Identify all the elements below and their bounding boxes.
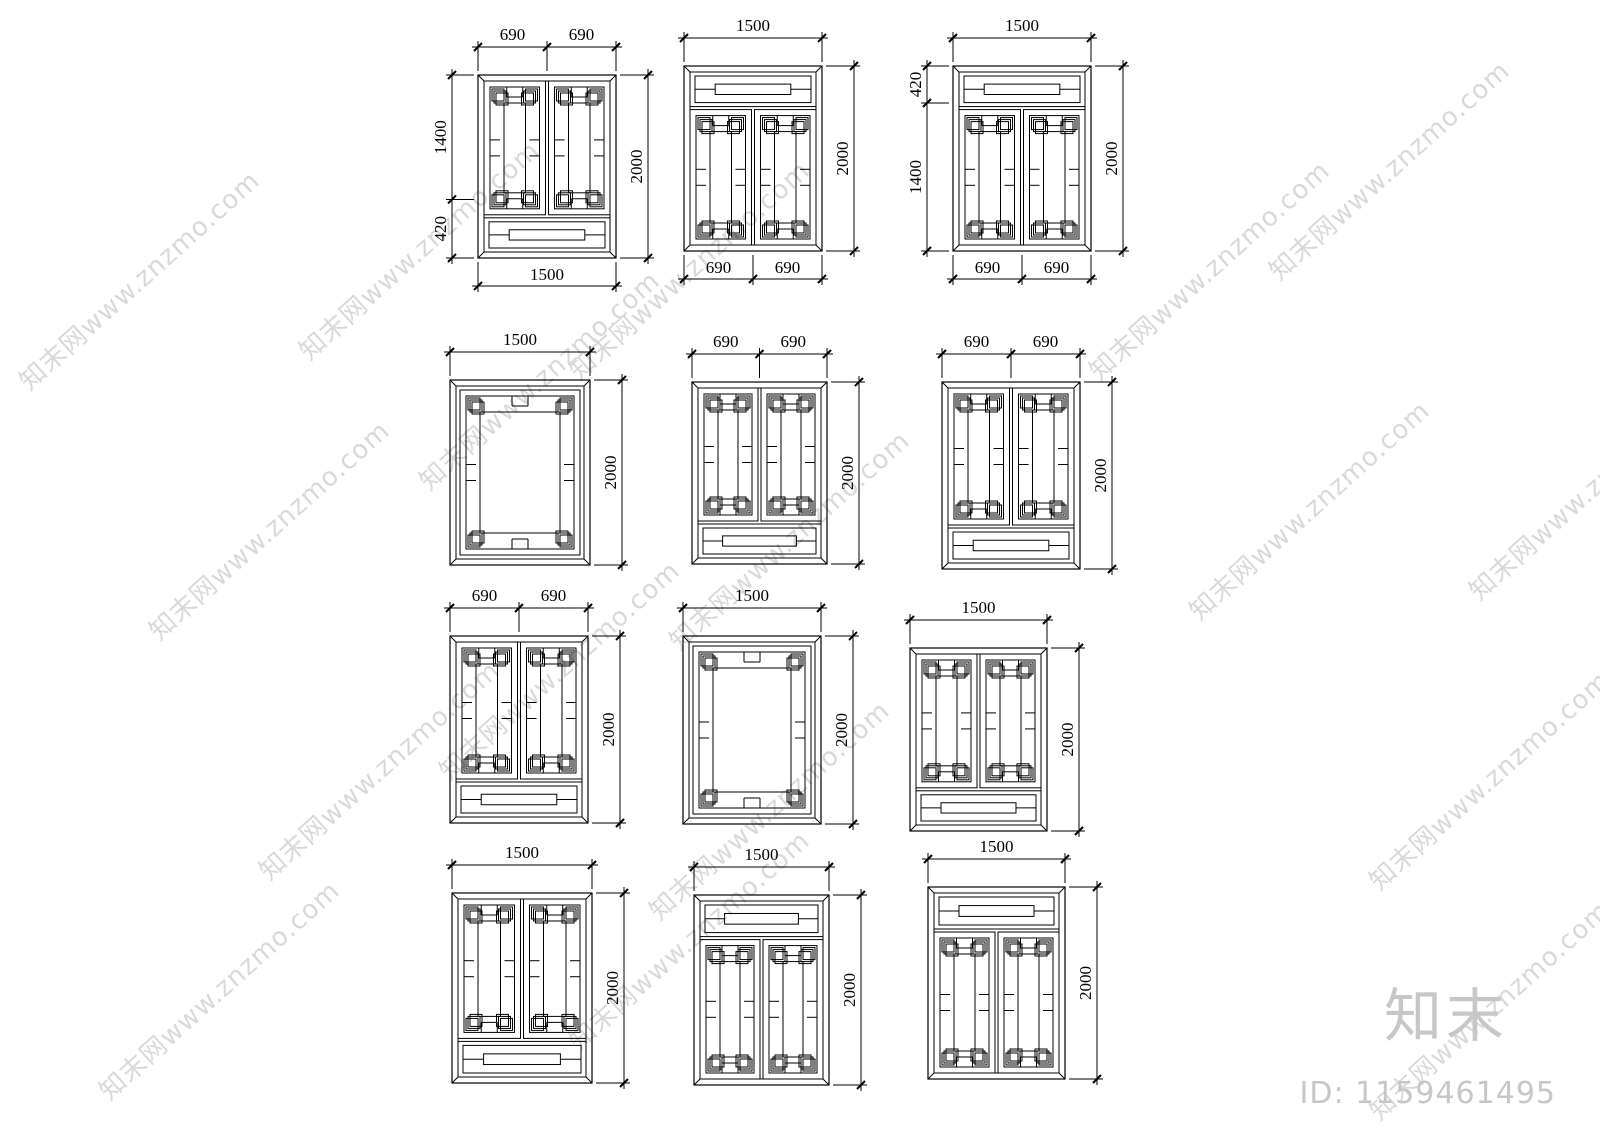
window-panel-p7 <box>449 635 589 824</box>
dim-label-height: 2000 <box>1076 966 1095 1000</box>
dimensions-p8: 1500 2000 <box>677 586 859 830</box>
dim-label-height: 2000 <box>1102 142 1121 176</box>
window-panel-p8 <box>682 635 822 825</box>
dim-label: 690 <box>541 586 567 605</box>
window-panel-p4 <box>449 379 591 566</box>
dim-label-height: 2000 <box>1091 459 1110 493</box>
dim-label: 690 <box>1044 258 1070 277</box>
dim-label: 1500 <box>962 598 996 617</box>
dim-label: 690 <box>1033 332 1059 351</box>
window-panel-p10 <box>451 892 593 1084</box>
dimensions-p6: 690 690 2000 <box>936 332 1118 575</box>
dim-label: 1500 <box>503 330 537 349</box>
brand-logo-text: 知末 <box>1383 982 1508 1050</box>
window-panel-p3 <box>952 65 1092 252</box>
window-panel-p12 <box>927 886 1066 1080</box>
dim-label-height: 2000 <box>840 973 859 1007</box>
window-panel-p1 <box>477 74 617 259</box>
window-panel-p11 <box>693 894 830 1086</box>
dim-label: 1500 <box>505 843 539 862</box>
dim-label: 1500 <box>736 16 770 35</box>
dim-label-segment: 1400 <box>906 160 925 194</box>
window-panel-p2 <box>683 65 823 252</box>
dim-label: 1500 <box>745 845 779 864</box>
dimensions-p9: 1500 2000 <box>904 598 1085 837</box>
dimensions-p1: 690 690 1500 2000 1400 420 <box>431 25 654 292</box>
dim-label-segment: 420 <box>906 72 925 98</box>
dim-label-height: 2000 <box>1058 723 1077 757</box>
window-panel-p6 <box>941 381 1081 570</box>
dim-label: 1500 <box>1005 16 1039 35</box>
window-panel-p5 <box>691 381 828 565</box>
dim-label: 1500 <box>735 586 769 605</box>
drawing-id: ID: 1159461495 <box>1299 1076 1556 1111</box>
dim-label: 690 <box>713 332 739 351</box>
dim-label: 690 <box>964 332 990 351</box>
dim-label-segment: 420 <box>431 216 450 242</box>
dim-label: 690 <box>775 258 801 277</box>
dim-label: 1500 <box>530 265 564 284</box>
dim-label-height: 2000 <box>599 713 618 747</box>
dimensions-p5: 690 690 2000 <box>686 332 865 570</box>
dim-label: 690 <box>472 586 498 605</box>
dim-label: 690 <box>975 258 1001 277</box>
dimensions-p7: 690 690 2000 <box>444 586 626 829</box>
dim-label: 690 <box>781 332 807 351</box>
dim-label-height: 2000 <box>603 971 622 1005</box>
dim-label-segment: 1400 <box>431 120 450 154</box>
dimensions-p3: 1500 690 690 2000 420 1400 <box>906 16 1129 285</box>
dimensions-p2: 1500 690 690 2000 <box>678 16 860 285</box>
dim-label-height: 2000 <box>832 713 851 747</box>
dim-label: 690 <box>706 258 732 277</box>
dim-label-height: 2000 <box>601 456 620 490</box>
dimensions-p10: 1500 2000 <box>446 843 630 1089</box>
dimensions-p12: 1500 2000 <box>922 837 1103 1085</box>
dim-label-height: 2000 <box>838 456 857 490</box>
dim-label-height: 2000 <box>627 150 646 184</box>
dim-label: 690 <box>569 25 595 44</box>
window-panel-p9 <box>909 647 1048 832</box>
dimensions-p4: 1500 2000 <box>444 330 628 571</box>
dim-label: 1500 <box>980 837 1014 856</box>
dim-label: 690 <box>500 25 526 44</box>
dim-label-height: 2000 <box>833 142 852 176</box>
dimensions-p11: 1500 2000 <box>688 845 867 1091</box>
